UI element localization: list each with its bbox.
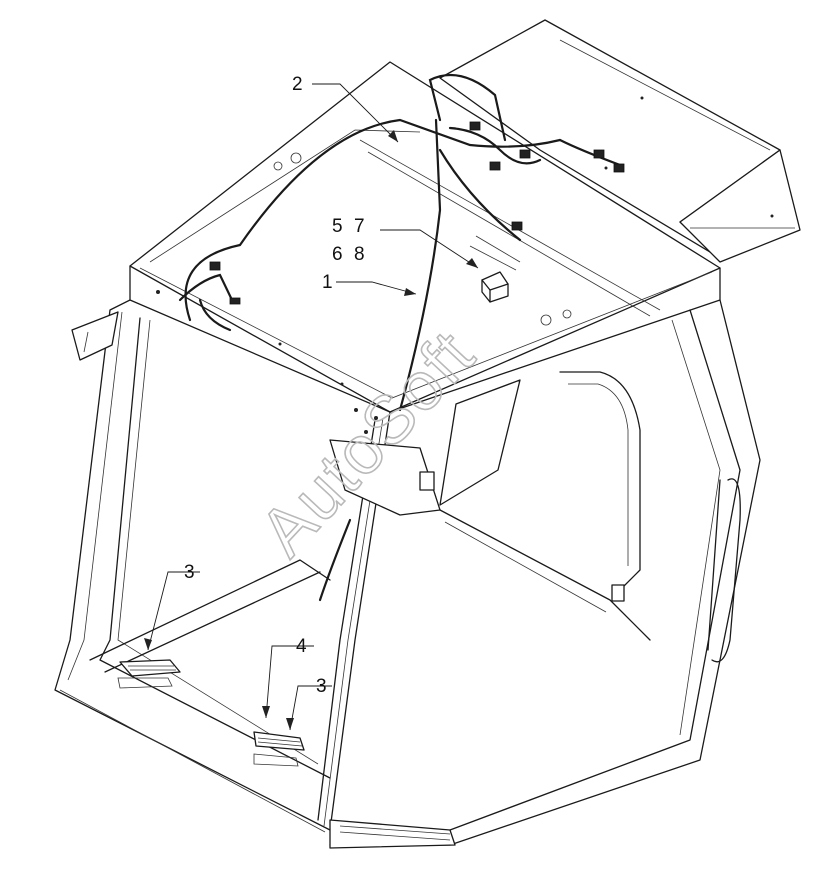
callout-6: 6 <box>332 244 343 265</box>
callout-4: 4 <box>296 636 307 657</box>
arrowheads <box>144 130 478 730</box>
leader-lines <box>147 83 479 731</box>
rear-roof-housing <box>439 19 801 263</box>
relay-module <box>469 235 521 303</box>
callout-3-right: 3 <box>316 676 327 697</box>
callout-8: 8 <box>354 244 365 265</box>
callout-1: 1 <box>322 272 333 293</box>
callout-labels: 2 5 7 6 8 1 3 4 3 <box>184 74 365 697</box>
floor-bracket-right <box>253 731 305 767</box>
center-console <box>329 379 625 602</box>
floor-bracket-left <box>117 659 181 689</box>
wiring-harness <box>178 73 625 602</box>
callout-7: 7 <box>354 216 365 237</box>
callout-3-left: 3 <box>184 562 195 583</box>
callout-5: 5 <box>332 216 343 237</box>
callout-2: 2 <box>292 74 303 95</box>
